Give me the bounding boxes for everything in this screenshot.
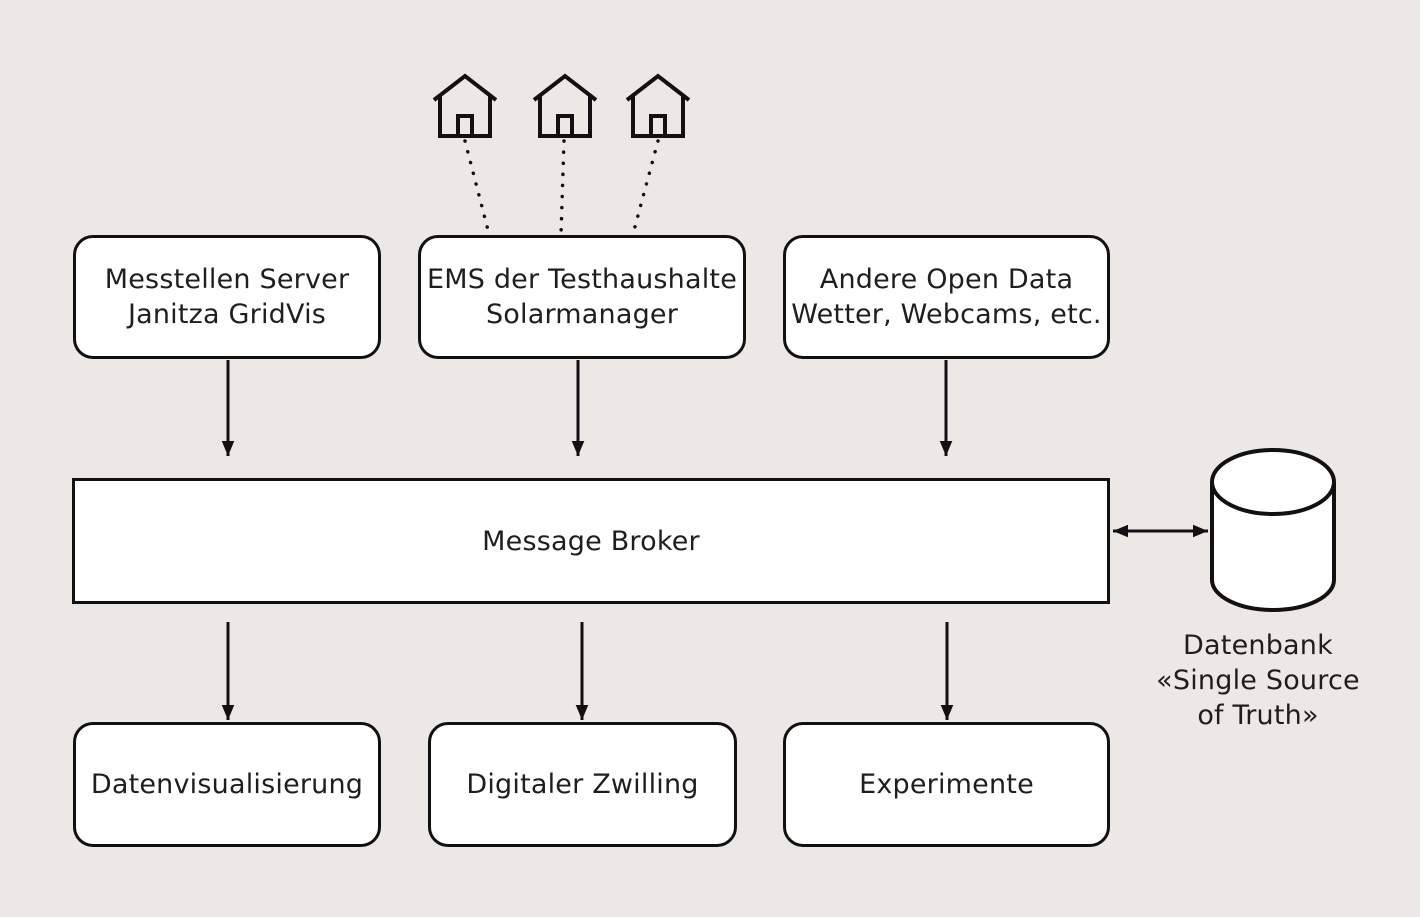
messstellen-server-subtitle: Janitza GridVis — [127, 299, 327, 330]
database-label: Datenbank «Single Source of Truth» — [1138, 628, 1378, 733]
message-broker-label: Message Broker — [482, 525, 700, 557]
messstellen-server-box: Messtellen Server Janitza GridVis — [73, 235, 381, 359]
ems-subtitle: Solarmanager — [485, 299, 679, 330]
database-cylinder-icon — [1210, 448, 1336, 612]
household-link — [559, 139, 566, 236]
ems-title: EMS der Testhaushalte — [426, 264, 738, 295]
database-label-line1: Datenbank — [1183, 630, 1333, 661]
household-link — [463, 139, 491, 236]
database-label-line3: of Truth» — [1197, 700, 1319, 731]
digitaler-zwilling-box: Digitaler Zwilling — [428, 722, 737, 847]
digitaler-zwilling-label: Digitaler Zwilling — [466, 769, 699, 800]
message-broker-box: Message Broker — [72, 478, 1110, 604]
household-link — [631, 139, 660, 236]
experimente-box: Experimente — [783, 722, 1110, 847]
house-icon — [625, 73, 691, 138]
ems-box: EMS der Testhaushalte Solarmanager — [418, 235, 746, 359]
datenvisualisierung-label: Datenvisualisierung — [90, 769, 364, 800]
messstellen-server-title: Messtellen Server — [104, 264, 350, 295]
datenvisualisierung-box: Datenvisualisierung — [73, 722, 381, 847]
house-icon — [532, 73, 598, 138]
experimente-label: Experimente — [859, 769, 1034, 800]
database-label-line2: «Single Source — [1156, 665, 1360, 696]
open-data-box: Andere Open Data Wetter, Webcams, etc. — [783, 235, 1110, 359]
house-icon — [432, 73, 498, 138]
open-data-subtitle: Wetter, Webcams, etc. — [791, 299, 1102, 330]
open-data-title: Andere Open Data — [819, 264, 1074, 295]
